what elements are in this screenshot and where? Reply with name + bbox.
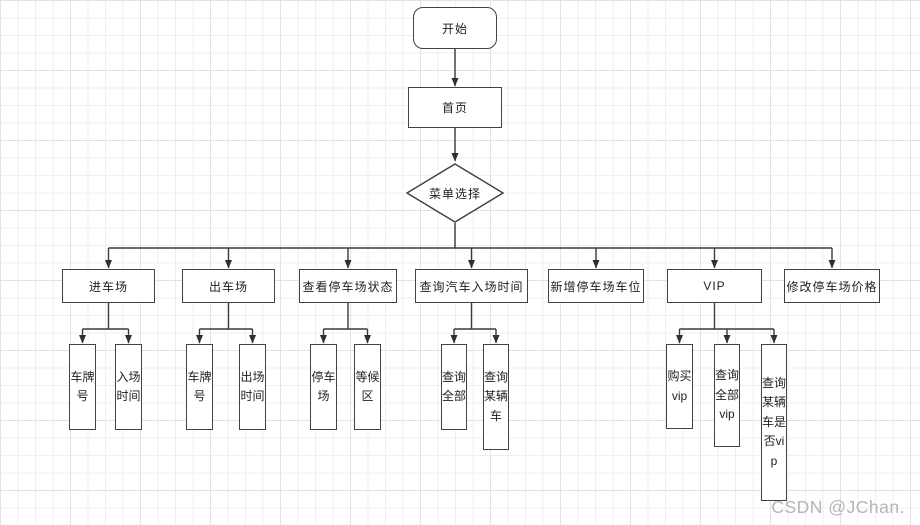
node-query-all-vip: 查询全部vip [714, 344, 740, 447]
node-exit-lot: 出车场 [182, 269, 275, 303]
node-view-lot-status: 查看停车场状态 [299, 269, 397, 303]
node-query-entry-time-label: 查询汽车入场时间 [419, 279, 524, 294]
node-plate-number-exit: 车牌号 [186, 344, 213, 430]
node-plate-number-enter: 车牌号 [69, 344, 96, 430]
node-parking-area: 停车场 [310, 344, 337, 430]
node-home: 首页 [408, 87, 502, 128]
node-vip-label: VIP [703, 279, 726, 293]
node-menu-label: 菜单选择 [428, 186, 481, 201]
node-add-parking-space: 新增停车场车位 [548, 269, 644, 303]
node-vip: VIP [667, 269, 762, 303]
node-entry-time: 入场时间 [115, 344, 142, 430]
node-exit-lot-label: 出车场 [208, 279, 248, 294]
node-waiting-area: 等候区 [354, 344, 381, 430]
node-start: 开始 [413, 7, 497, 49]
node-enter-lot-label: 进车场 [88, 279, 128, 294]
node-buy-vip: 购买vip [666, 344, 693, 429]
node-add-parking-space-label: 新增停车场车位 [550, 279, 642, 294]
node-menu-decision: 菜单选择 [406, 163, 504, 223]
node-home-label: 首页 [441, 101, 468, 115]
node-enter-lot: 进车场 [62, 269, 155, 303]
node-query-entry-time: 查询汽车入场时间 [415, 269, 528, 303]
node-exit-time: 出场时间 [239, 344, 266, 430]
node-query-one-car: 查询某辆车 [483, 344, 509, 450]
node-query-car-is-vip: 查询某辆车是否vip [761, 344, 787, 501]
node-modify-price-label: 修改停车场价格 [786, 279, 878, 294]
node-start-label: 开始 [441, 21, 468, 36]
node-view-lot-status-label: 查看停车场状态 [302, 279, 394, 294]
csdn-watermark: CSDN @JChan. [771, 497, 905, 517]
diamond-shape [406, 163, 504, 223]
node-query-all-cars: 查询全部 [441, 344, 467, 430]
node-modify-price: 修改停车场价格 [784, 269, 880, 303]
